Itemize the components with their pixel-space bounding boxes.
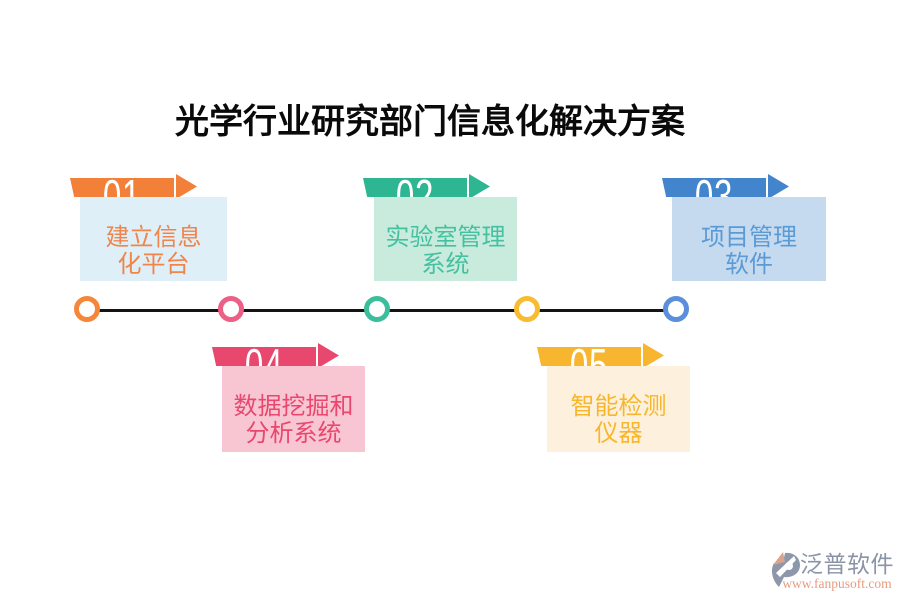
step-01-card: 建立信息化平台	[80, 197, 227, 281]
step-04-label-line1: 数据挖掘和	[233, 393, 354, 420]
step-03-card: 项目管理软件	[672, 197, 826, 281]
timeline-node-05	[514, 296, 540, 322]
step-03-label-line2: 软件	[725, 251, 773, 278]
timeline-node-02	[364, 296, 390, 322]
step-05-banner	[537, 347, 641, 366]
timeline-node-01	[74, 296, 100, 322]
fanpu-logo-icon	[771, 552, 800, 587]
step-05-card: 智能检测仪器	[547, 366, 690, 452]
timeline-node-03	[663, 296, 689, 322]
timeline-node-04	[218, 296, 244, 322]
step-05-label-line2: 仪器	[594, 420, 643, 447]
step-05-label-line1: 智能检测	[570, 393, 667, 420]
brand-url: www.fanpusoft.com	[782, 576, 892, 591]
banner-arrow-tip-icon	[176, 174, 197, 199]
step-03-banner	[662, 178, 766, 197]
step-01-banner	[70, 178, 174, 197]
page-title: 光学行业研究部门信息化解决方案	[175, 103, 685, 141]
step-01-label-line2: 化平台	[117, 251, 190, 278]
banner-arrow-tip-icon	[643, 343, 664, 368]
step-04-label-line2: 分析系统	[245, 420, 342, 447]
step-02-label-line2: 系统	[421, 251, 470, 278]
banner-arrow-tip-icon	[768, 174, 789, 199]
step-04-card: 数据挖掘和分析系统	[222, 366, 365, 452]
step-03-label-line1: 项目管理	[701, 224, 797, 251]
step-04-banner	[212, 347, 316, 366]
banner-arrow-tip-icon	[318, 343, 339, 368]
step-02-card: 实验室管理系统	[374, 197, 517, 281]
step-02-banner	[363, 178, 467, 197]
step-01-label-line1: 建立信息	[105, 224, 202, 251]
brand-name: 泛普软件	[800, 551, 894, 577]
step-02-label-line1: 实验室管理	[385, 224, 506, 251]
banner-arrow-tip-icon	[469, 174, 490, 199]
